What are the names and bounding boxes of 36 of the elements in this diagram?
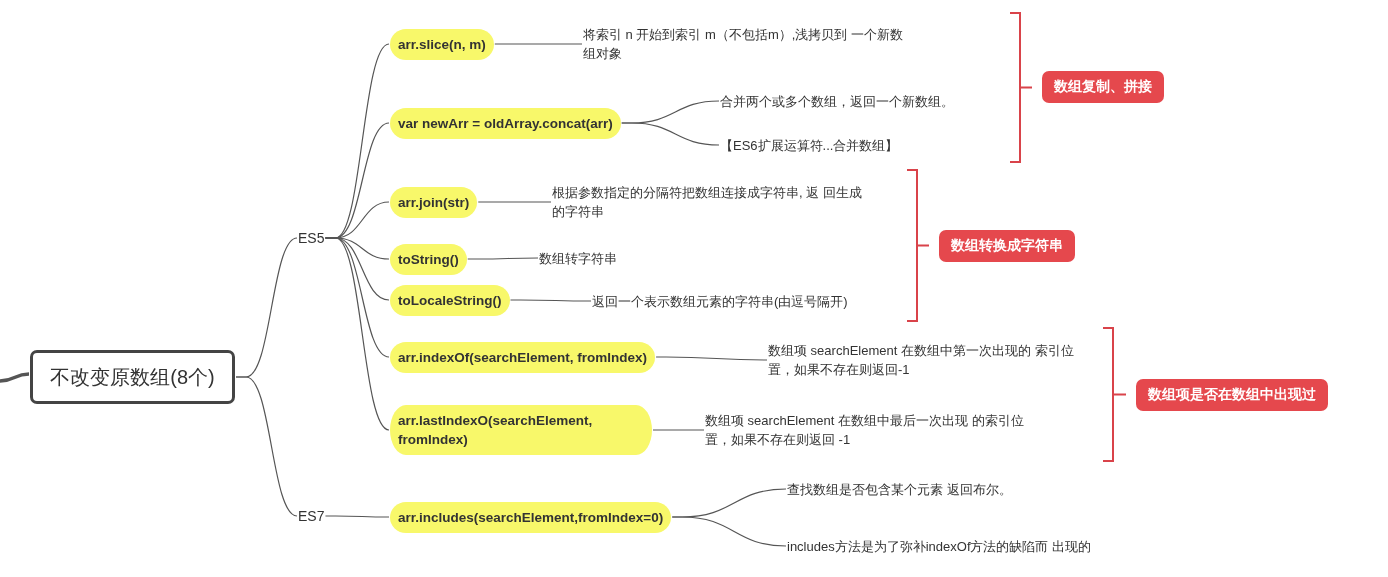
- connector-line: [477, 201, 552, 203]
- connector-line: [467, 257, 539, 260]
- description-text: 将索引 n 开始到索引 m（不包括m）,浅拷贝到 一个新数组对象: [583, 25, 903, 63]
- method-pill: arr.slice(n, m): [390, 28, 494, 60]
- connector-line: [621, 122, 720, 146]
- connector-line: [655, 356, 768, 361]
- connector-line: [235, 376, 298, 517]
- description-text: 根据参数指定的分隔符把数组连接成字符串, 返 回生成的字符串: [552, 183, 872, 221]
- connector-line: [324, 515, 390, 518]
- connector-line: [0, 372, 30, 383]
- branch-label: ES7: [298, 508, 325, 524]
- topic-box: 不改变原数组(8个): [30, 350, 235, 404]
- method-pill: arr.lastIndexO(searchElement, fromIndex): [390, 405, 652, 455]
- connector-line: [324, 237, 390, 431]
- connector-line: [509, 299, 592, 302]
- description-text: 返回一个表示数组元素的字符串(由逗号隔开): [592, 291, 848, 311]
- category-tag: 数组项是否在数组中出现过: [1136, 379, 1328, 411]
- category-tag: 数组复制、拼接: [1042, 71, 1164, 103]
- method-pill: toLocaleString(): [390, 284, 510, 316]
- method-pill: arr.indexOf(searchElement, fromIndex): [390, 341, 656, 373]
- description-text: 查找数组是否包含某个元素 返回布尔。: [787, 479, 1012, 499]
- category-tag: 数组转换成字符串: [939, 230, 1075, 262]
- description-text: 数组转字符串: [539, 248, 617, 268]
- method-pill: arr.join(str): [390, 186, 478, 218]
- method-pill: var newArr = oldArray.concat(arr): [390, 107, 621, 139]
- branch-label: ES5: [298, 230, 325, 246]
- method-pill: toString(): [390, 243, 467, 275]
- description-text: includes方法是为了弥补indexOf方法的缺陷而 出现的: [787, 536, 1117, 556]
- description-text: 合并两个或多个数组，返回一个新数组。: [720, 91, 954, 111]
- connector-line: [671, 516, 787, 547]
- method-pill: arr.includes(searchElement,fromIndex=0): [390, 501, 672, 533]
- description-text: 【ES6扩展运算符...合并数组】: [720, 135, 899, 155]
- description-text: 数组项 searchElement 在数组中最后一次出现 的索引位置，如果不存在则返回 -1: [705, 411, 1035, 449]
- connector-line: [494, 43, 583, 45]
- description-text: 数组项 searchElement 在数组中第一次出现的 索引位置，如果不存在则返回-1: [768, 341, 1098, 379]
- connector-line: [652, 429, 705, 431]
